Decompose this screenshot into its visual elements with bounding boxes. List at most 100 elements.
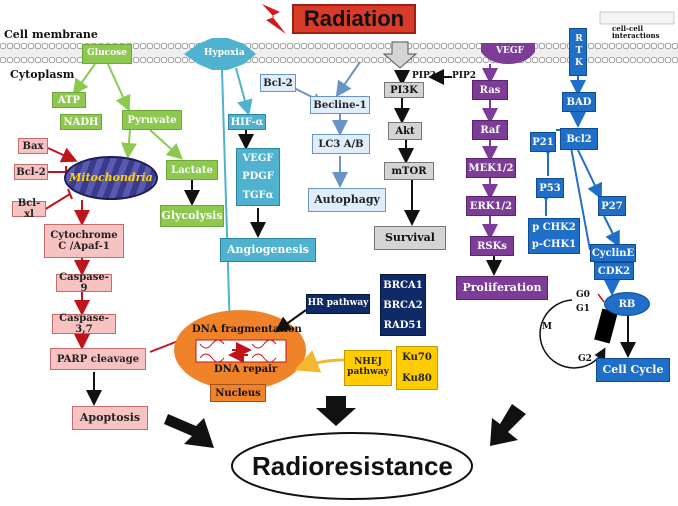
lipid-head [307, 42, 315, 50]
caspase9-node: Caspase-9 [56, 272, 112, 294]
nhej-genes-node: Ku70 Ku80 [396, 346, 438, 390]
lipid-head [181, 56, 189, 64]
rtk-node: RTK [569, 28, 587, 76]
lipid-head [587, 56, 595, 64]
big-arrow-middle [316, 396, 356, 426]
lipid-head [62, 56, 70, 64]
pi3k-node: PI3K [384, 82, 424, 98]
lipid-head [174, 42, 182, 50]
p53-node: P53 [536, 178, 564, 198]
lipid-head [265, 42, 273, 50]
lipid-head [41, 42, 49, 50]
lipid-head [601, 42, 609, 50]
lipid-head [545, 56, 553, 64]
erk-node: ERK1/2 [466, 196, 516, 216]
lipid-head [153, 56, 161, 64]
lipid-head [475, 56, 483, 64]
lipid-head [559, 56, 567, 64]
lipid-head [419, 56, 427, 64]
lipid-head [454, 56, 462, 64]
lipid-head [559, 42, 567, 50]
chk1-item: p-CHK1 [531, 239, 577, 250]
lipid-head [552, 56, 560, 64]
lipid-head [356, 42, 364, 50]
rb-block-shape [594, 308, 618, 344]
cytochrome-node: Cytochrome C /Apaf-1 [44, 224, 124, 258]
lipid-head [552, 42, 560, 50]
hypoxia-shape [184, 38, 256, 70]
lipid-head [643, 42, 651, 50]
lipid-head [419, 42, 427, 50]
lipid-head [286, 56, 294, 64]
lipid-head [272, 42, 280, 50]
lc3-node: LC3 A/B [312, 134, 370, 154]
brca2-item: BRCA2 [383, 299, 423, 311]
lipid-head [650, 42, 658, 50]
lipid-head [538, 56, 546, 64]
lipid-head [41, 56, 49, 64]
lipid-head [174, 56, 182, 64]
lipid-head [335, 56, 343, 64]
lipid-head [160, 56, 168, 64]
lipid-head [608, 56, 616, 64]
bcl2-auto-node: Bcl-2 [260, 74, 296, 92]
nadh-node: NADH [60, 114, 102, 130]
ku70-item: Ku70 [402, 352, 432, 363]
cell-membrane-label: Cell membrane [4, 28, 98, 41]
hif-node: HIF-α [228, 114, 266, 130]
lipid-head [300, 56, 308, 64]
pip3-label: PIP3 [412, 71, 437, 81]
lipid-head [454, 42, 462, 50]
raf-node: Raf [472, 120, 508, 140]
lipid-head [6, 42, 14, 50]
tgf-item: TGFα [242, 190, 274, 202]
lipid-head [314, 42, 322, 50]
lipid-head [363, 42, 371, 50]
autophagy-node: Autophagy [308, 188, 386, 212]
lipid-head [146, 56, 154, 64]
lipid-head [55, 42, 63, 50]
lipid-head [279, 42, 287, 50]
lipid-head [132, 42, 140, 50]
lipid-head [279, 56, 287, 64]
lipid-head [342, 56, 350, 64]
dna-repair-label: DNA repair [214, 364, 278, 375]
pyruvate-node: Pyruvate [122, 110, 182, 130]
lipid-head [657, 42, 665, 50]
lipid-head [0, 56, 7, 64]
lipid-head [62, 42, 70, 50]
lipid-head [384, 42, 392, 50]
lipid-head [132, 56, 140, 64]
glucose-node: Glucose [82, 44, 132, 64]
lipid-head [328, 42, 336, 50]
lipid-head [167, 42, 175, 50]
lipid-head [20, 56, 28, 64]
big-arrow-right [490, 404, 526, 446]
lipid-head [636, 42, 644, 50]
radiation-arrow-icon [382, 41, 418, 69]
lipid-head [300, 42, 308, 50]
lipid-head [69, 56, 77, 64]
cytoplasm-label: Cytoplasm [10, 68, 75, 81]
lipid-head [48, 56, 56, 64]
lipid-head [286, 42, 294, 50]
lipid-head [0, 42, 7, 50]
big-arrow-left [164, 414, 214, 448]
lipid-head [328, 56, 336, 64]
lipid-head [615, 42, 623, 50]
lipid-head [475, 42, 483, 50]
hr-pathway-node: HR pathway [306, 294, 370, 314]
dna-broken-icon [199, 339, 277, 363]
hypoxia-label: Hypoxia [204, 48, 245, 58]
lipid-head [629, 42, 637, 50]
lipid-head [671, 42, 678, 50]
bax-node: Bax [18, 138, 48, 154]
lipid-head [139, 42, 147, 50]
g1-label: G1 [576, 304, 590, 314]
cycline-node: CyclinE [590, 244, 636, 262]
lipid-head [468, 56, 476, 64]
m-label: M [542, 322, 552, 332]
lipid-head [545, 42, 553, 50]
lipid-head [55, 56, 63, 64]
pip2-label: PIP2 [452, 71, 477, 81]
